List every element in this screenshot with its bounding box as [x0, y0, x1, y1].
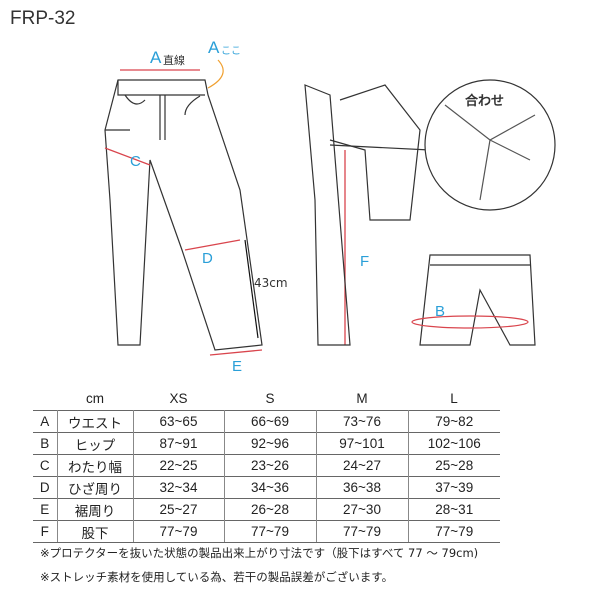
hip-measure [411, 315, 529, 329]
size-value: 77~79 [133, 520, 225, 543]
label-b: B [435, 303, 446, 320]
seam-lines [444, 104, 536, 201]
size-header: M [356, 390, 368, 406]
size-value: 97~101 [316, 432, 409, 455]
row-name: 裾周り [57, 498, 134, 521]
row-key: C [33, 454, 58, 477]
size-value: 63~65 [133, 410, 225, 433]
size-value: 24~27 [316, 454, 409, 477]
front-pants-drawing [104, 79, 263, 351]
row-key: B [33, 432, 58, 455]
note-1: ※プロテクターを抜いた状態の製品出来上がり寸法です（股下はすべて 77 ～ 79… [40, 546, 479, 560]
measure-arrows [104, 69, 346, 356]
row-key: A [33, 410, 58, 433]
size-header: S [265, 390, 275, 406]
size-value: 77~79 [408, 520, 500, 543]
size-value: 77~79 [224, 520, 317, 543]
size-value: 92~96 [224, 432, 317, 455]
unit-header: cm [86, 390, 104, 406]
size-header: XS [169, 390, 188, 406]
size-value: 87~91 [133, 432, 225, 455]
size-value: 28~31 [408, 498, 500, 521]
label-straight: 直線 [163, 54, 185, 67]
size-value: 32~34 [133, 476, 225, 499]
row-name: ウエスト [57, 410, 134, 433]
size-header: L [450, 390, 458, 406]
size-value: 102~106 [408, 432, 500, 455]
size-value: 36~38 [316, 476, 409, 499]
length-arrow [244, 239, 259, 339]
row-name: わたり幅 [57, 454, 134, 477]
side-pants-drawing [304, 84, 431, 346]
size-value: 23~26 [224, 454, 317, 477]
row-name: 股下 [57, 520, 134, 543]
size-value: 22~25 [133, 454, 225, 477]
row-key: F [33, 520, 58, 543]
size-value: 27~30 [316, 498, 409, 521]
detail-circle [424, 79, 556, 211]
size-value: 77~79 [316, 520, 409, 543]
size-value: 73~76 [316, 410, 409, 433]
size-value: 34~36 [224, 476, 317, 499]
note-2: ※ストレッチ素材を使用している為、若干の製品誤差がございます。 [40, 570, 394, 584]
size-value: 25~27 [133, 498, 225, 521]
size-value: 66~69 [224, 410, 317, 433]
row-key: D [33, 476, 58, 499]
size-value: 26~28 [224, 498, 317, 521]
label-c: C [130, 153, 141, 170]
size-value: 79~82 [408, 410, 500, 433]
row-key: E [33, 498, 58, 521]
pants-diagram [104, 59, 556, 356]
label-a: A [150, 48, 162, 67]
seam-label: 合わせ [465, 94, 505, 109]
row-name: ひざ周り [57, 476, 134, 499]
row-name: ヒップ [57, 432, 134, 455]
size-value: 25~28 [408, 454, 500, 477]
label-d: D [202, 250, 213, 267]
size-value: 37~39 [408, 476, 500, 499]
label-e: E [232, 358, 243, 375]
label-a-here: A [208, 38, 220, 57]
hip-drawing [419, 254, 536, 346]
length-43cm: 43cm [254, 276, 288, 290]
label-f: F [360, 253, 370, 270]
pointer-arrow [207, 59, 224, 89]
label-here: ここ [221, 46, 241, 57]
product-code: FRP-32 [10, 8, 76, 29]
